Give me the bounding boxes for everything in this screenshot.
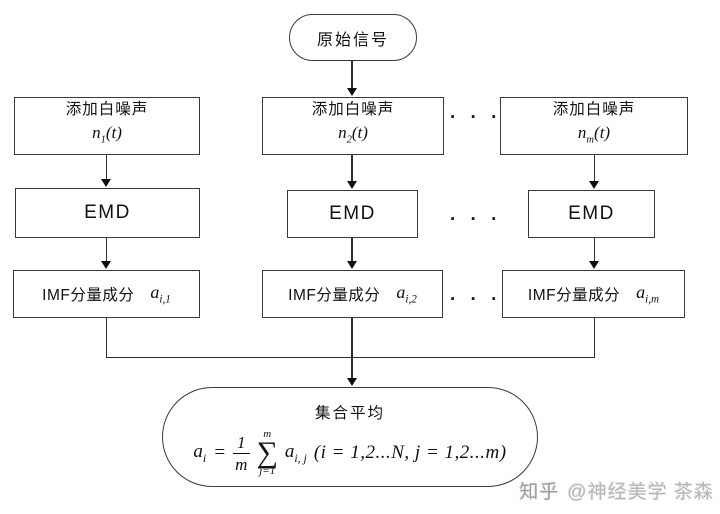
imf-2-math: ai,2 xyxy=(396,282,417,306)
node-imf-2: IMF分量成分 ai,2 xyxy=(262,270,443,318)
connector-emd2-imf2 xyxy=(351,238,353,262)
node-add-noise-1: 添加白噪声 n1(t) xyxy=(14,97,200,155)
arrowhead-emd3-imf3 xyxy=(589,261,599,269)
connector-emd1-imf1 xyxy=(105,238,107,262)
connector-noise2-emd2 xyxy=(351,155,353,182)
arrowhead-emd1-imf1 xyxy=(101,261,111,269)
ensemble-formula: ai = 1 m m ∑ j=1 ai, j (i = 1,2...N, j =… xyxy=(193,429,506,477)
emd-2-label: EMD xyxy=(329,203,376,224)
sigma-symbol: ∑ xyxy=(256,436,278,469)
node-emd-2: EMD xyxy=(287,190,418,238)
add-noise-2-label: 添加白噪声 xyxy=(311,101,395,119)
connector-noise1-emd1 xyxy=(105,155,107,180)
formula-lhs: ai xyxy=(193,440,207,465)
imf-2-label: IMF分量成分 xyxy=(288,287,381,304)
imf-1-label: IMF分量成分 xyxy=(42,287,135,304)
arrowhead-noise1-emd1 xyxy=(101,179,111,187)
formula-conditions: (i = 1,2...N, j = 1,2...m) xyxy=(313,442,507,463)
emd-3-label: EMD xyxy=(568,203,615,224)
node-emd-3: EMD xyxy=(528,190,655,238)
node-ensemble-average: 集合平均 ai = 1 m m ∑ j=1 ai, j (i = 1,2...N… xyxy=(162,387,538,487)
node-imf-1: IMF分量成分 ai,1 xyxy=(13,270,200,318)
add-noise-1-label: 添加白噪声 xyxy=(65,101,149,119)
node-add-noise-2: 添加白噪声 n2(t) xyxy=(262,97,444,155)
ellipsis-row2: . . . xyxy=(450,204,502,225)
formula-equals: = xyxy=(213,442,227,463)
ellipsis-row1: . . . xyxy=(450,102,502,123)
watermark: 知乎 @神经美学 茶森 xyxy=(519,477,714,504)
formula-fraction: 1 m xyxy=(233,434,250,473)
merge-bar xyxy=(105,356,595,358)
watermark-brand: 知乎 xyxy=(519,482,560,503)
add-noise-m-math: nm(t) xyxy=(577,123,611,146)
add-noise-2-math: n2(t) xyxy=(338,123,368,146)
connector-source-to-noise2 xyxy=(351,61,353,89)
node-imf-m: IMF分量成分 ai,m xyxy=(502,270,685,318)
arrowhead-imf2-ensemble xyxy=(347,378,357,386)
node-emd-1: EMD xyxy=(15,188,200,238)
merge-stub-left xyxy=(105,318,107,358)
connector-emd3-imf3 xyxy=(593,238,595,262)
node-original-signal: 原始信号 xyxy=(289,14,417,61)
imf-1-math: ai,1 xyxy=(150,282,171,306)
connector-noisem-emd3 xyxy=(593,155,595,182)
emd-1-label: EMD xyxy=(84,202,131,223)
merge-stub-right xyxy=(593,318,595,358)
ellipsis-row3: . . . xyxy=(450,284,502,305)
add-noise-m-label: 添加白噪声 xyxy=(552,101,636,119)
imf-m-label: IMF分量成分 xyxy=(527,287,621,304)
arrowhead-emd2-imf2 xyxy=(347,261,357,269)
add-noise-1-math: n1(t) xyxy=(92,123,122,146)
arrowhead-noisem-emd3 xyxy=(589,181,599,189)
arrowhead-source-to-noise2 xyxy=(347,88,357,96)
formula-summation: m ∑ j=1 xyxy=(256,428,278,477)
node-add-noise-m: 添加白噪声 nm(t) xyxy=(500,97,688,155)
connector-imf2-ensemble xyxy=(351,318,353,379)
watermark-handle: @神经美学 茶森 xyxy=(567,482,714,503)
arrowhead-noise2-emd2 xyxy=(347,181,357,189)
formula-term: ai, j xyxy=(284,440,307,465)
original-signal-label: 原始信号 xyxy=(316,31,389,49)
imf-m-math: ai,m xyxy=(636,282,660,306)
ensemble-title: 集合平均 xyxy=(314,405,385,422)
